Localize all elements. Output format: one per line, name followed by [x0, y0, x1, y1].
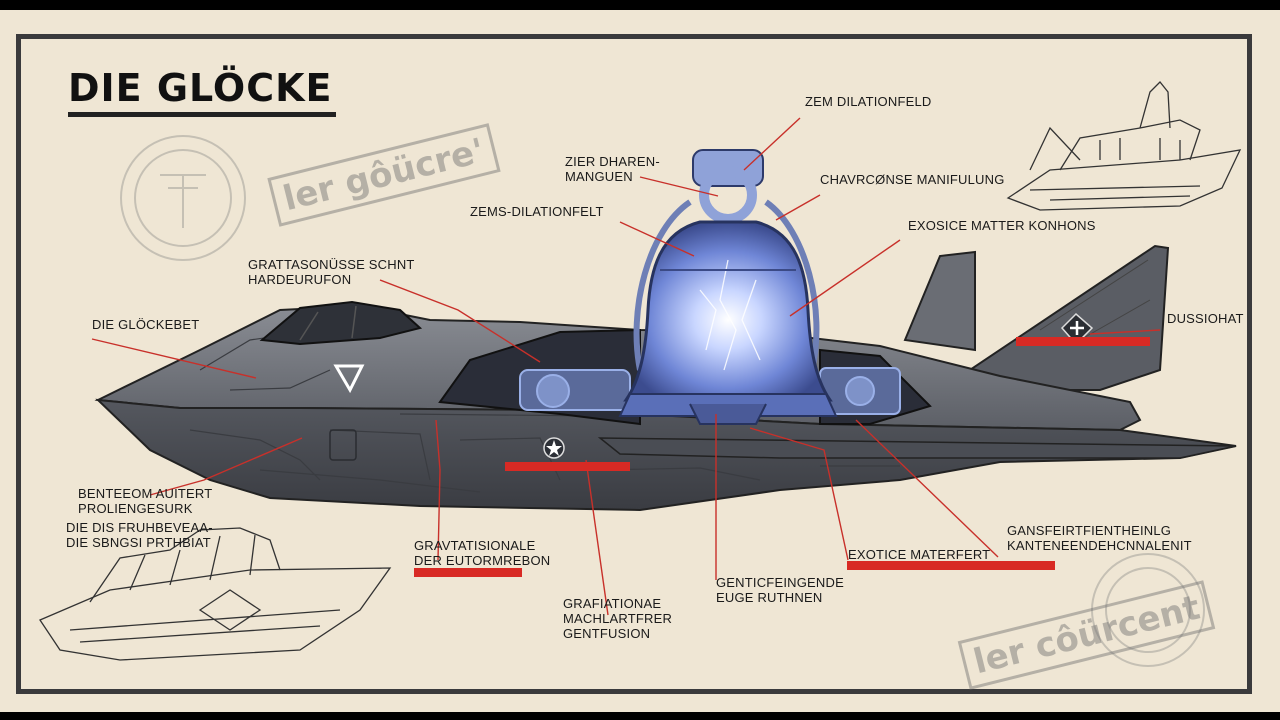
wing-emblem-icon [333, 364, 365, 394]
label-line: EUGE RUTHNEN [716, 590, 823, 605]
label-gravitat: GRAVTATISIONALE DER EUTORMREBON [414, 538, 550, 568]
label-line: MACHLARTFRER [563, 611, 673, 626]
label-exosice: EXOSICE MATTER KONHONS [908, 218, 1096, 233]
cockpit-canopy [259, 300, 423, 346]
label-line: GENTICFEINGENDE [716, 575, 844, 590]
label-gentic: GENTICFEINGENDE EUGE RUTHNEN [716, 575, 844, 605]
ship-sketch-topright [1006, 81, 1242, 211]
label-zem-dilationfeld: ZEM DILATIONFELD [805, 94, 932, 109]
bell-hanger [633, 199, 820, 371]
label-line: DIE SBNGSI PRTHBIAT [66, 535, 211, 550]
label-line: GENTFUSION [563, 626, 651, 641]
label-line: DIE DIS FRUHBEVEAA- [66, 520, 213, 535]
label-grattas: GRATTASONÜSSE SCHNT HARDEURUFON [248, 257, 415, 287]
label-line: GRAVTATISIONALE [414, 538, 536, 553]
label-glockeet: DIE GLÖCKEBET [92, 317, 200, 332]
label-line: PROLIENGESURK [78, 501, 193, 516]
label-chavrcense: CHAVRCØNSE MANIFULUNG [820, 172, 1005, 187]
die-glocke-bell [623, 220, 833, 402]
hatch [329, 429, 357, 461]
wing [597, 437, 1237, 459]
label-line: GRAFIATIONAE [563, 596, 662, 611]
label-line: MANGUEN [565, 169, 633, 184]
aircraft-cutaway-illustration [39, 81, 1242, 661]
page-title: DIE GLÖCKE [68, 66, 333, 110]
label-line: DER EUTORMREBON [414, 553, 551, 568]
accent-bar [505, 462, 630, 471]
bell-crown [692, 149, 764, 224]
label-line: GANSFEIRTFIENTHEINLG [1007, 523, 1172, 538]
label-zier: ZIER DHAREN- MANGUEN [565, 154, 660, 184]
poster-frame [16, 34, 1252, 694]
label-grafiat: GRAFIATIONAE MACHLARTFRER GENTFUSION [563, 596, 672, 641]
accent-bar [847, 561, 1055, 570]
label-die-dis: DIE DIS FRUHBEVEAA- DIE SBNGSI PRTHBIAT [66, 520, 213, 550]
blueprint-poster: DIE GLÖCKE ler gôücre' ler côürcent [0, 10, 1280, 712]
label-zems-dilation: ZEMS-DILATIONFELT [470, 204, 604, 219]
energy-arcs [699, 259, 761, 371]
label-line: ZIER DHAREN- [565, 154, 660, 169]
title-underline [68, 112, 336, 117]
label-line: KANTENEENDEHCNNALENIT [1007, 538, 1192, 553]
bell-machinery [519, 367, 901, 415]
label-line: BENTEEOM AUITERT [78, 486, 213, 501]
label-dussiohat: DUSSIOHAT [1167, 311, 1244, 326]
accent-bar [414, 568, 522, 577]
label-exotice: EXOTICE MATERFERT [848, 547, 991, 562]
roundel-star-icon [543, 437, 565, 459]
ship-sketch-bottomleft [39, 527, 392, 661]
leader-lines [91, 117, 1161, 616]
label-line: HARDEURUFON [248, 272, 352, 287]
label-line: GRATTASONÜSSE SCHNT [248, 257, 415, 272]
label-benteeom: BENTEEOM AUITERT PROLIENGESURK [78, 486, 212, 516]
accent-bar [1016, 337, 1150, 346]
label-gansfeirt: GANSFEIRTFIENTHEINLG KANTENEENDEHCNNALEN… [1007, 523, 1192, 553]
tail-fin [903, 250, 976, 352]
